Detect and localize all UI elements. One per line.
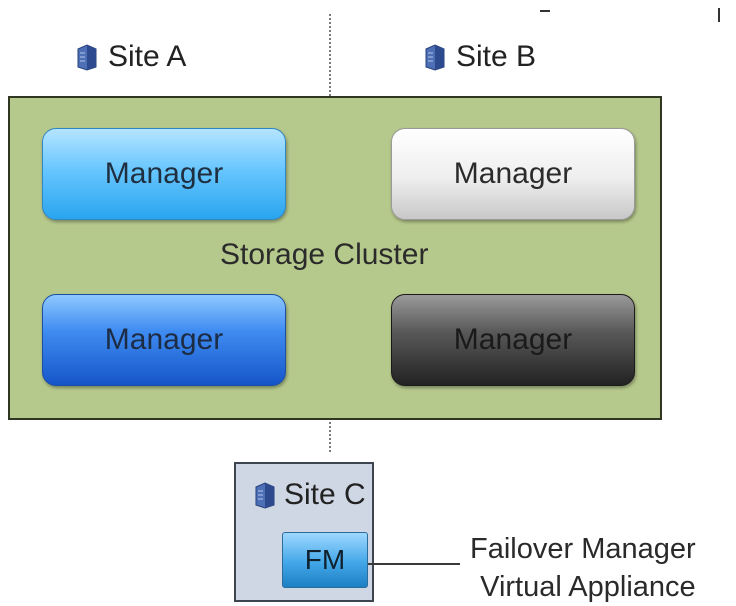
failover-manager-box: FM [282, 532, 368, 588]
server-icon [425, 44, 445, 71]
manager-site-b-top: Manager [391, 128, 635, 220]
manager-site-a-top: Manager [42, 128, 286, 220]
site-c-label: Site C [284, 478, 366, 511]
storage-cluster-label: Storage Cluster [220, 238, 429, 271]
failover-connector-line [368, 563, 460, 565]
server-icon [77, 44, 97, 71]
failover-manager-description: Failover Manager Virtual Appliance [470, 530, 696, 606]
site-b-label-group: Site B [424, 40, 536, 74]
failover-description-line2: Virtual Appliance [480, 571, 696, 603]
stray-mark [718, 8, 720, 22]
failover-description-line1: Failover Manager [470, 533, 696, 565]
manager-site-a-bottom: Manager [42, 294, 286, 386]
site-a-label: Site A [108, 40, 187, 73]
site-a-label-group: Site A [76, 40, 186, 74]
manager-site-b-bottom: Manager [391, 294, 635, 386]
stray-mark [540, 10, 550, 12]
server-icon [255, 482, 275, 509]
site-c-label-group: Site C [254, 478, 366, 512]
site-b-label: Site B [456, 40, 537, 73]
